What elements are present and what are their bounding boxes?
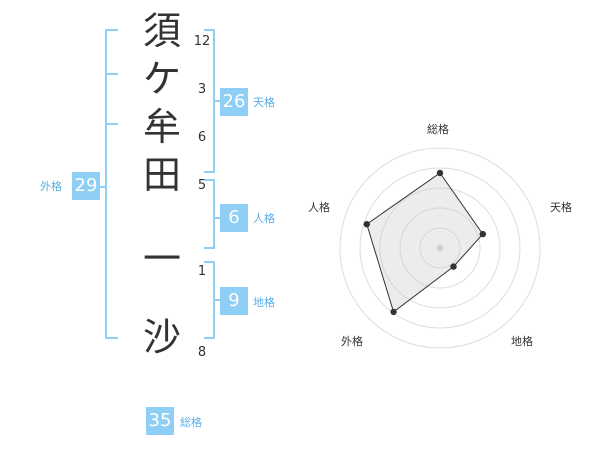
soukaku-label: 総格 [180,416,202,429]
radar-axis-label: 総格 [427,123,449,136]
gaikaku-value: 29 [72,172,100,200]
soukaku-value: 35 [146,407,174,435]
radar-axis-label: 人格 [308,201,330,214]
stroke-count: 12 [193,34,211,49]
radar-point [436,169,444,177]
radar-ring [419,227,461,269]
name-char: 田 [142,153,181,197]
stroke-count: 5 [197,178,207,193]
radar-polygon [366,172,484,313]
jinkaku-label: 人格 [253,212,275,225]
stroke-count: 3 [197,82,207,97]
radar-axis-label: 天格 [550,201,572,214]
name-char: 一 [142,237,181,281]
radar-axis-label: 地格 [511,335,533,348]
radar-point [390,308,397,316]
stroke-count: 6 [197,130,207,145]
radar-center-dot [437,245,443,251]
name-char: ケ [142,57,181,101]
gaikaku-label: 外格 [40,180,62,193]
tenkaku-value: 26 [220,88,248,116]
gaikaku-bracket [105,29,118,339]
name-char: 沙 [142,315,181,359]
stroke-count: 1 [197,264,207,279]
stroke-count: 8 [197,345,207,360]
name-char: 須 [142,9,181,53]
tenkaku-label: 天格 [253,96,275,109]
radar-ring [359,167,521,329]
radar-point [363,221,370,228]
name-char: 牟 [142,105,181,149]
radar-ring [399,207,481,289]
radar-axis-label: 外格 [341,335,363,348]
jinkaku-bracket [204,179,215,249]
chikaku-label: 地格 [253,296,275,309]
radar-ring [379,187,501,309]
radar-point [450,263,457,270]
radar-point [479,230,486,238]
jinkaku-value: 6 [220,204,248,232]
chikaku-value: 9 [220,287,248,315]
